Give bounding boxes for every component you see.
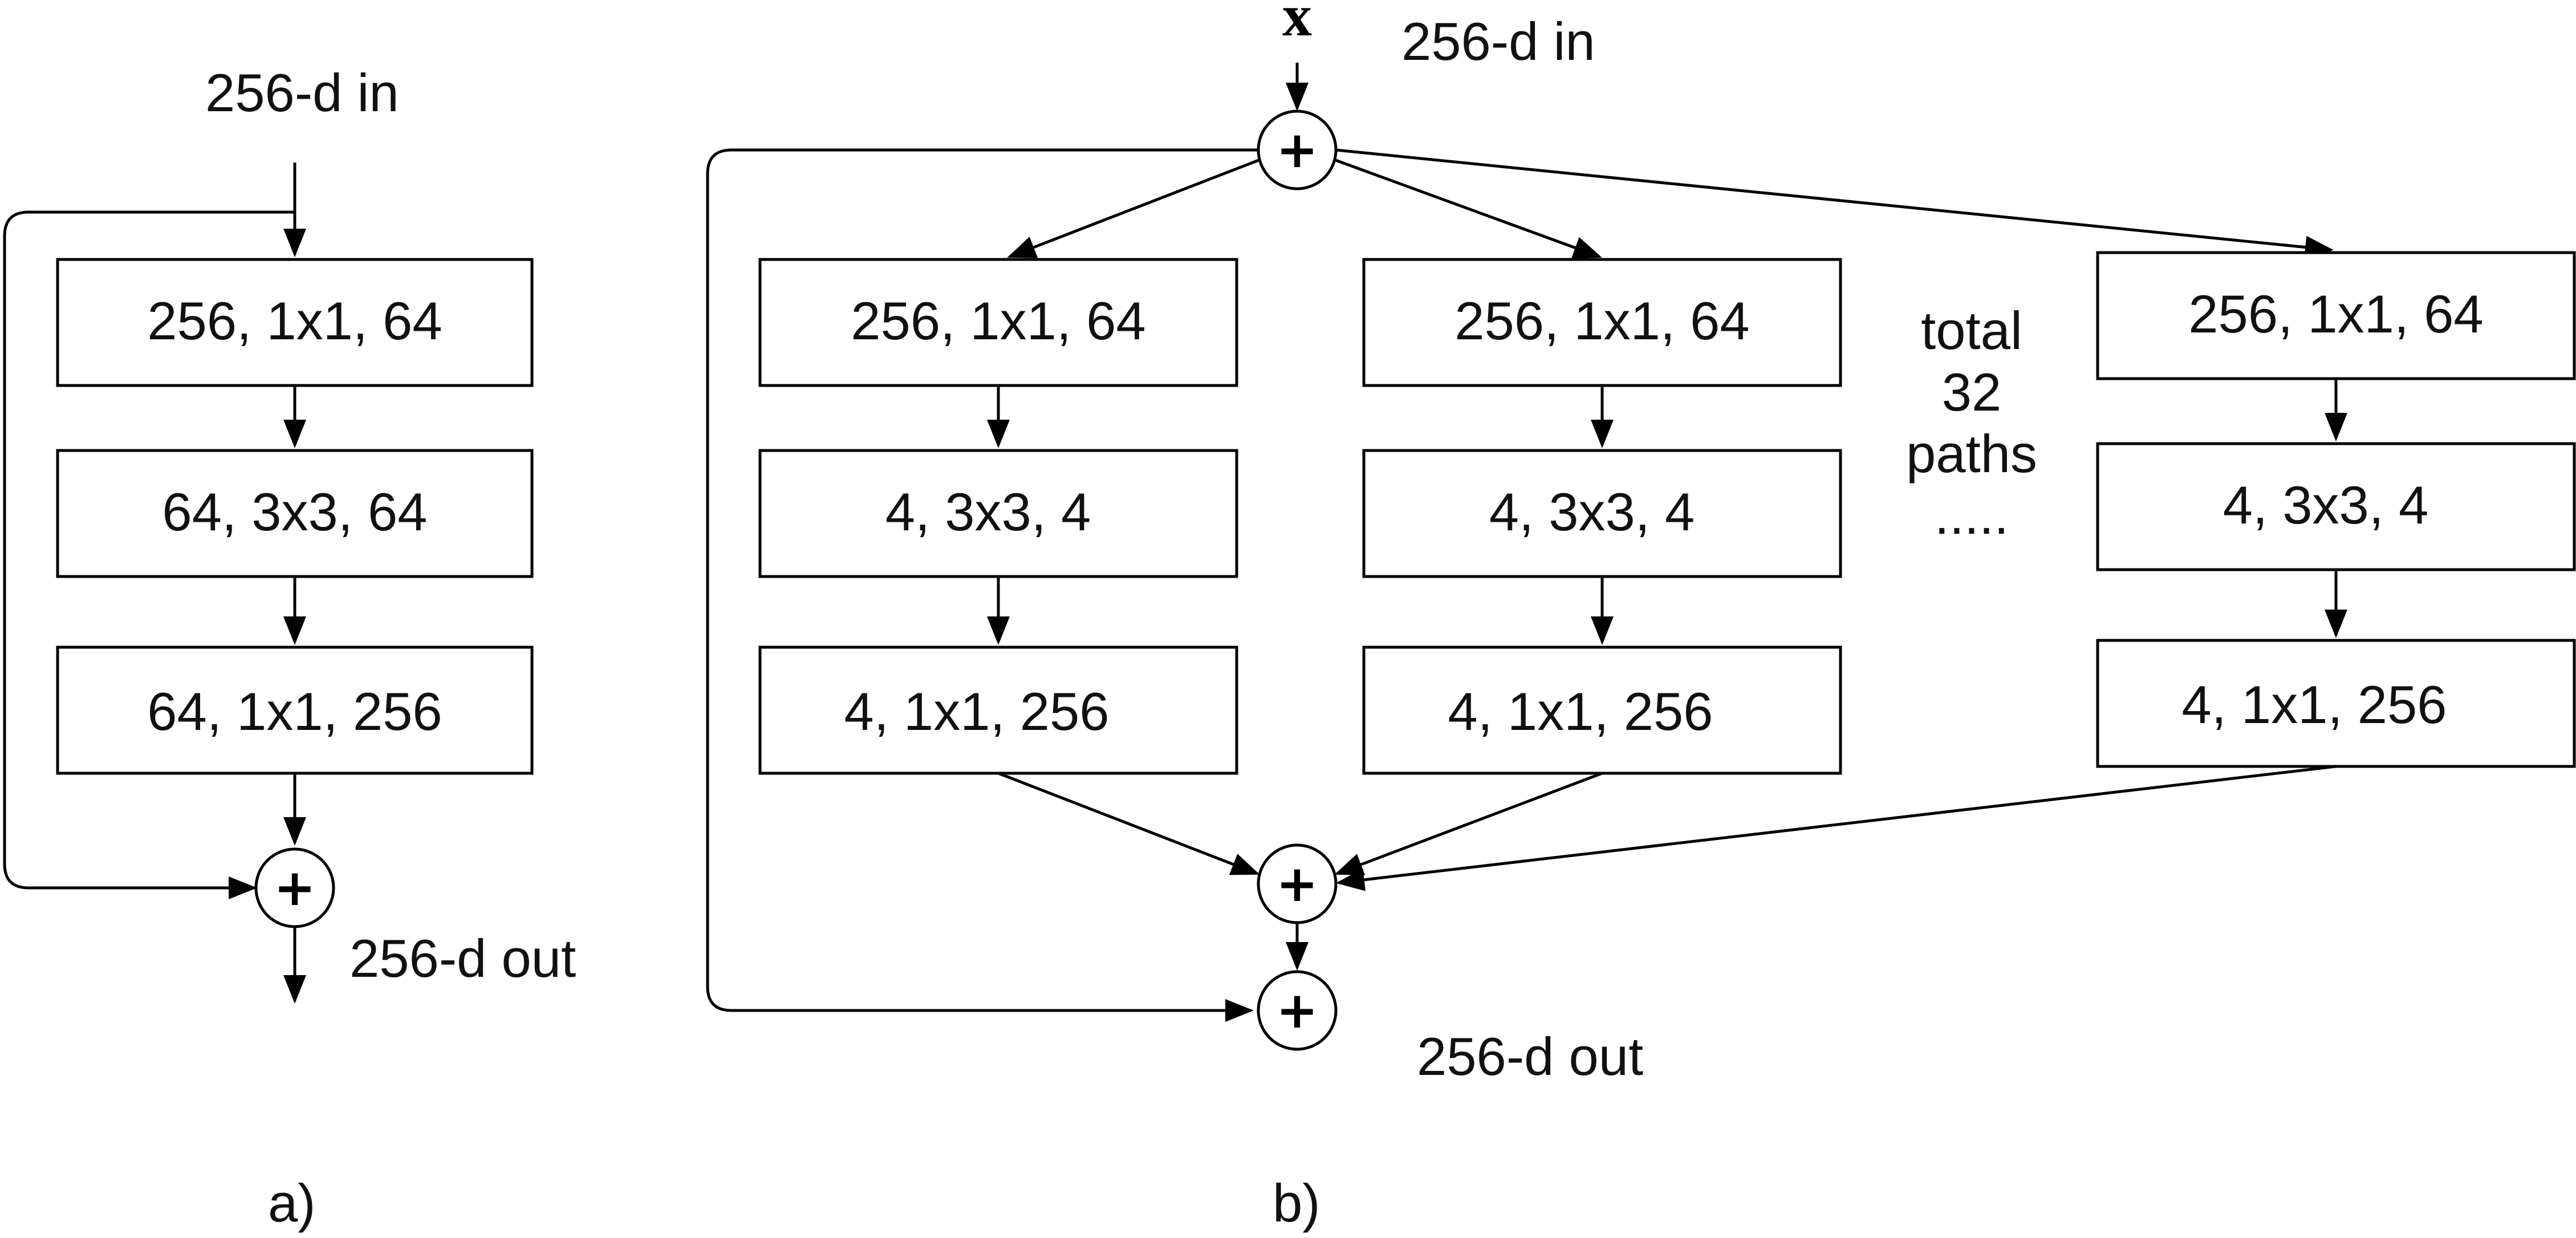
- a-block-1: [56, 258, 534, 387]
- b-path-1-block-1: [758, 258, 1238, 387]
- b-path-2-block-2: [1362, 449, 1842, 578]
- b-input-label: 256-d in: [1401, 11, 1595, 71]
- b-caption: b): [1273, 1173, 1320, 1233]
- b-path-32-block-3: [2096, 639, 2576, 768]
- b-path-1: 256, 1x1, 64 4, 3x3, 4 4, 1x1, 256: [758, 258, 1238, 775]
- diagram-b: x 256-d in + 256, 1x1, 64 4, 3x3, 4 4, 1…: [706, 0, 2576, 1233]
- b-path-32-block-1: [2096, 251, 2576, 380]
- a-block-2: [56, 449, 534, 578]
- b-path-1-block-3: [758, 646, 1238, 775]
- a-block-3: [56, 646, 534, 775]
- b-path-2-block-3: [1362, 646, 1842, 775]
- b-path-1-block-3-label: 4, 1x1, 256: [844, 681, 1109, 741]
- b-shortcut-connection: [706, 148, 1258, 1022]
- b-split-symbol: +: [1276, 120, 1318, 179]
- b-aggregate-symbol: +: [1276, 854, 1318, 913]
- diagram-a: 256-d in 256, 1x1, 64 64, 3x3, 64 64, 1x…: [3, 63, 576, 1233]
- a-output-label: 256-d out: [350, 928, 576, 988]
- b-path-1-block-2-label: 4, 3x3, 4: [885, 482, 1091, 542]
- b-path-32-block-2-label: 4, 3x3, 4: [2223, 475, 2429, 535]
- a-shortcut-connection: [3, 210, 295, 899]
- a-block-3-label: 64, 1x1, 256: [147, 681, 442, 741]
- b-path-32-block-3-label: 4, 1x1, 256: [2181, 675, 2447, 734]
- b-fanin-arrow-3: [1336, 765, 2337, 891]
- b-input-symbol: x: [1282, 0, 1312, 48]
- b-path-2: 256, 1x1, 64 4, 3x3, 4 4, 1x1, 256: [1362, 258, 1842, 775]
- b-paths-note: total 32 paths .....: [1906, 301, 2037, 545]
- b-path-32-block-1-label: 256, 1x1, 64: [2188, 284, 2483, 344]
- b-path-2-block-1-label: 256, 1x1, 64: [1454, 291, 1749, 351]
- b-path-2-block-1: [1362, 258, 1842, 387]
- b-residual-sum-symbol: +: [1276, 981, 1318, 1040]
- a-caption: a): [268, 1173, 316, 1233]
- b-paths-note-line-4: .....: [1935, 485, 2009, 545]
- a-block-2-label: 64, 3x3, 64: [162, 482, 427, 542]
- b-path-2-block-2-label: 4, 3x3, 4: [1489, 482, 1695, 542]
- b-fanout-arrow-3: [1335, 148, 2334, 259]
- b-path-2-block-3-label: 4, 1x1, 256: [1448, 681, 1713, 741]
- b-fanout-arrow-1: [1007, 158, 1261, 258]
- b-residual-sum-node: [1257, 970, 1338, 1051]
- b-output-label: 256-d out: [1417, 1026, 1643, 1086]
- b-paths-note-line-2: 32: [1942, 362, 2002, 422]
- b-fanout-arrow-2: [1334, 158, 1602, 259]
- a-input-label: 256-d in: [205, 63, 399, 123]
- a-block-1-label: 256, 1x1, 64: [147, 291, 442, 351]
- b-path-1-block-1-label: 256, 1x1, 64: [851, 291, 1145, 351]
- a-sum-symbol: +: [274, 858, 316, 917]
- b-path-32: 256, 1x1, 64 4, 3x3, 4 4, 1x1, 256: [2096, 251, 2576, 768]
- b-fanin-arrow-1: [998, 772, 1260, 875]
- b-path-32-block-2: [2096, 442, 2576, 571]
- b-paths-note-line-3: paths: [1906, 424, 2037, 484]
- b-paths-note-line-1: total: [1921, 301, 2022, 360]
- b-fanin-arrow-2: [1334, 772, 1603, 875]
